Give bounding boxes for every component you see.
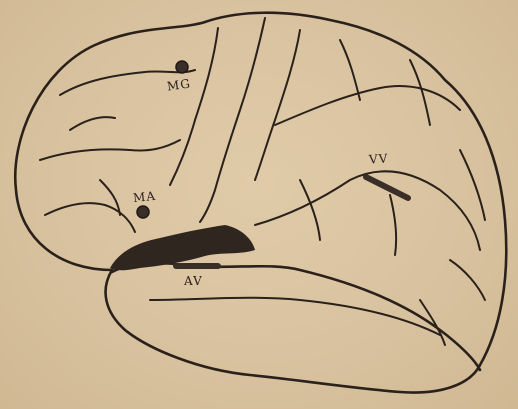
ma-marker xyxy=(137,206,149,218)
label-ma: MA xyxy=(132,189,156,205)
intraparietal-sulcus xyxy=(275,86,460,125)
central-sulcus xyxy=(200,18,265,222)
vv-marker xyxy=(366,177,408,198)
superior-temporal-sulcus xyxy=(255,171,480,250)
label-av: AV xyxy=(184,274,203,288)
occipital-sulcus-2 xyxy=(450,260,485,300)
label-vv: VV xyxy=(369,151,389,166)
precentral-sulcus xyxy=(170,28,218,185)
parietal-sulcus-branch xyxy=(340,40,360,100)
postcentral-sulcus xyxy=(255,30,300,180)
frontal-sulcus-branch-1 xyxy=(70,117,115,130)
temporal-sulcus-branch-1 xyxy=(300,180,320,240)
parieto-occipital-sulcus xyxy=(410,60,430,125)
inferior-frontal-sulcus xyxy=(40,140,180,160)
occipital-sulcus-3 xyxy=(420,300,445,345)
temporal-sulcus-branch-2 xyxy=(390,195,396,255)
frontal-sulcus-branch-2 xyxy=(45,203,135,232)
occipital-sulcus-1 xyxy=(460,150,485,220)
mg-marker xyxy=(176,61,188,73)
